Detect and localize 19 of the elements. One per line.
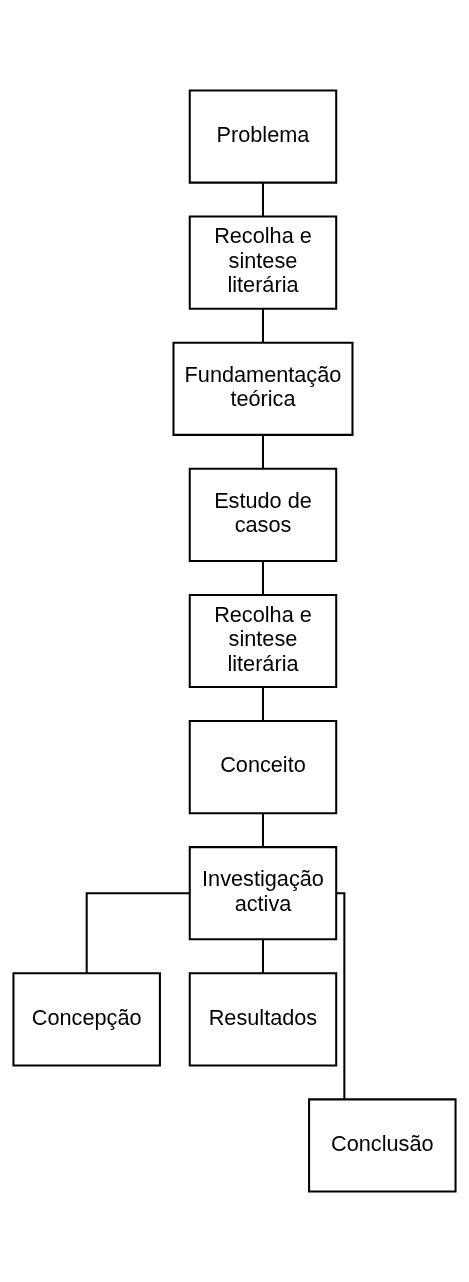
connector — [261, 939, 264, 974]
connector — [261, 308, 264, 343]
node-box: Fundamentação teórica — [172, 341, 354, 436]
node-box: Resultados — [188, 972, 338, 1067]
connector — [261, 435, 264, 469]
connector — [261, 813, 264, 847]
node-box: Investigação activa — [188, 846, 338, 941]
node-box: Conceito — [188, 720, 338, 815]
node-box: Concepção — [12, 972, 161, 1067]
node-box: Estudo de casos — [188, 467, 338, 562]
connector — [261, 687, 264, 721]
node-box: Problema — [188, 89, 338, 184]
connector — [261, 561, 264, 595]
connector — [336, 892, 346, 1100]
node-box: Conclusão — [308, 1098, 457, 1193]
node-box: Recolha e sintese literária — [188, 593, 338, 689]
connector — [261, 182, 264, 217]
node-box: Recolha e sintese literária — [188, 215, 338, 310]
connector — [85, 892, 190, 974]
